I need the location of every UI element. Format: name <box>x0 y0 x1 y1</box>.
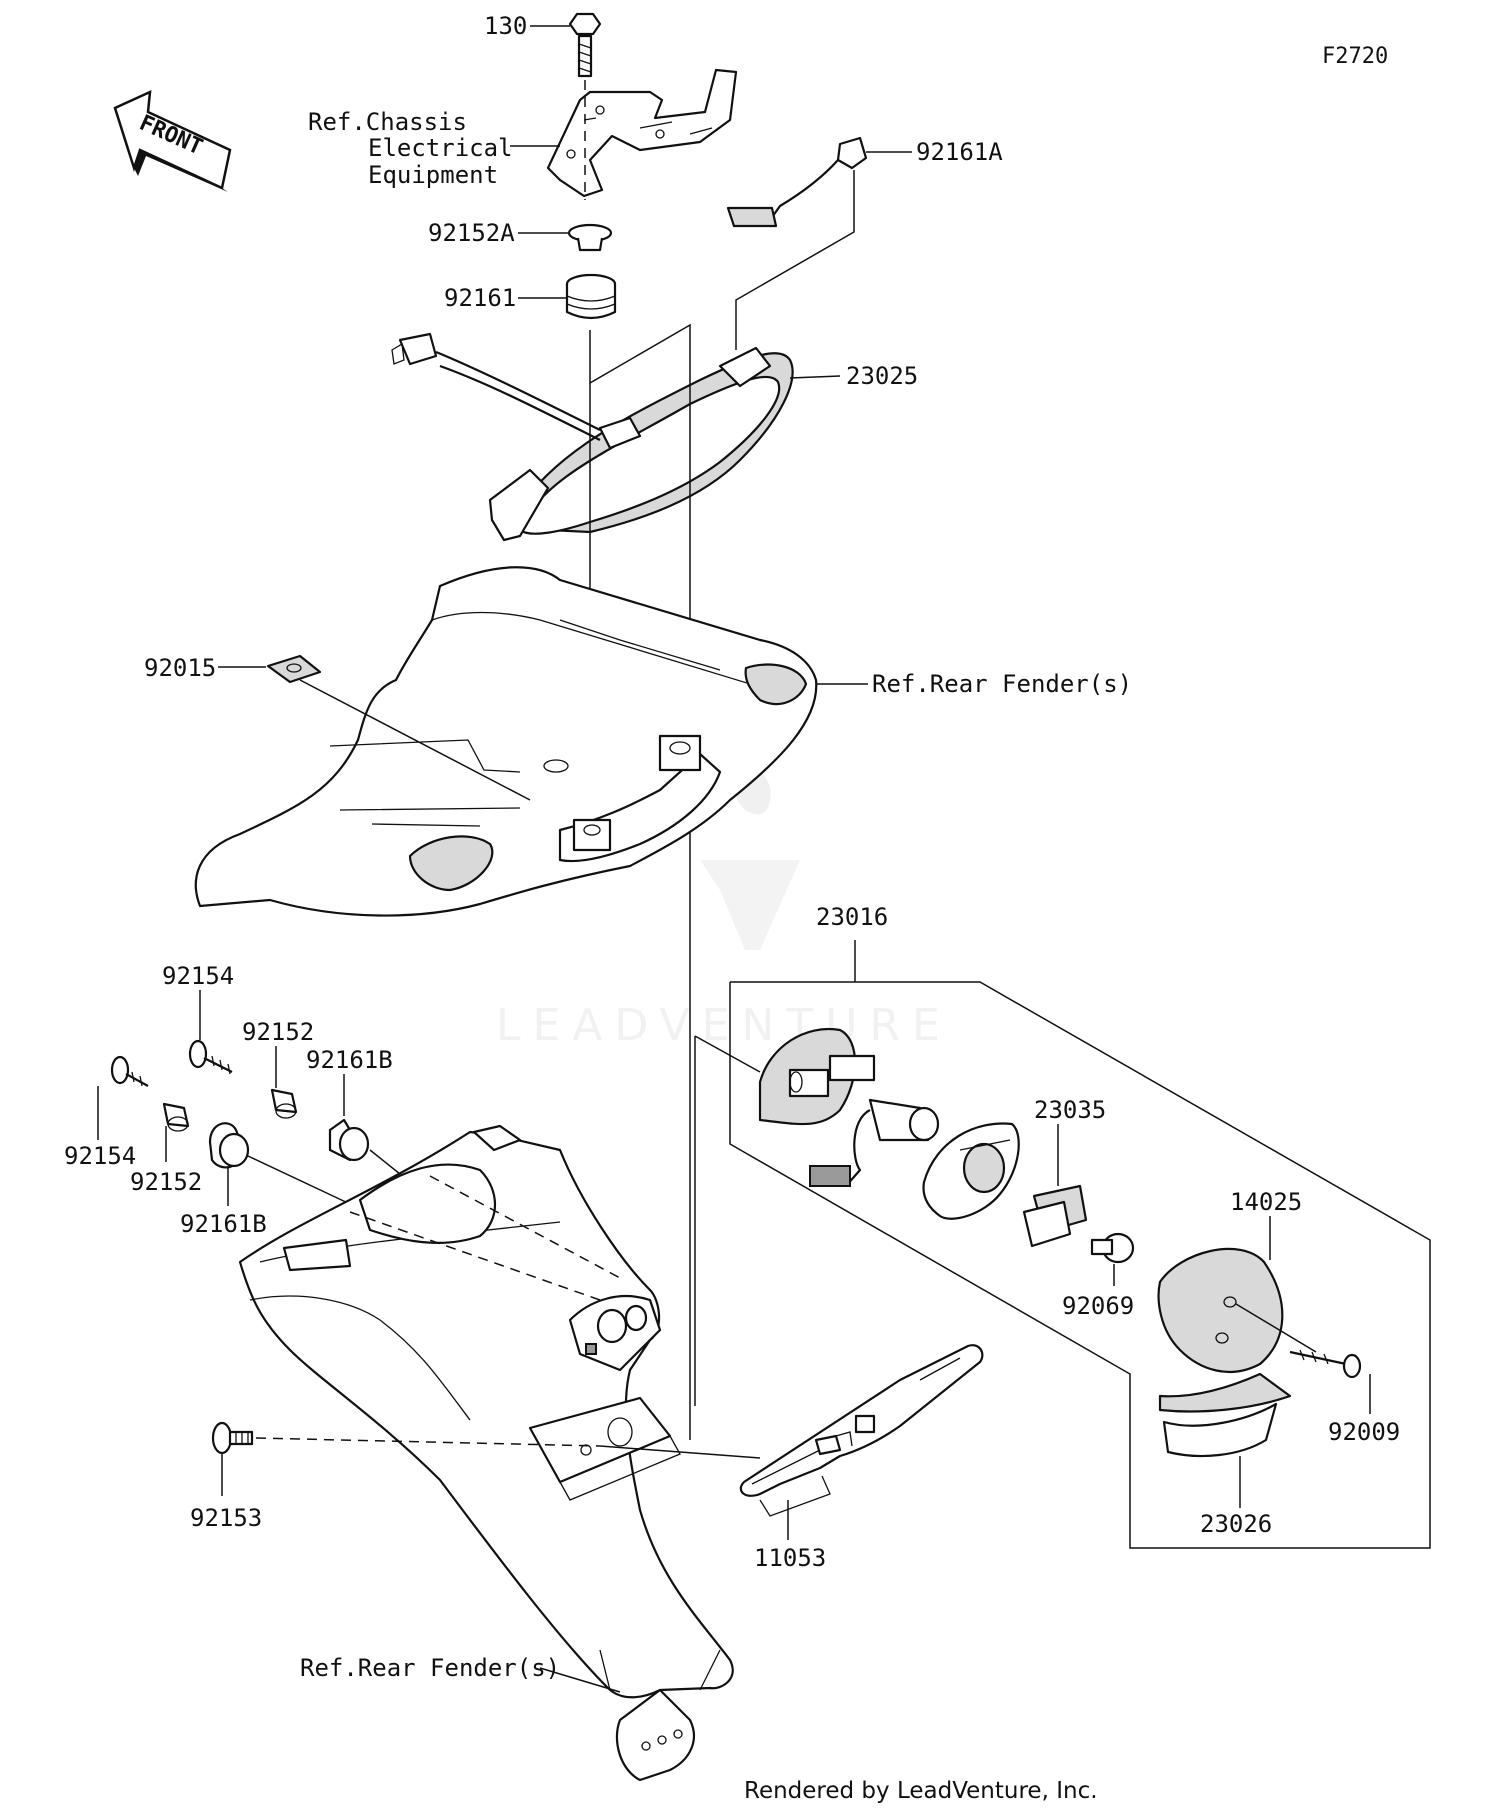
label-92152-bottom: 92152 <box>130 1168 202 1196</box>
collar-92152-bottom <box>162 1102 190 1132</box>
grommet-92161b-bottom <box>208 1122 250 1169</box>
label-92154-bottom: 92154 <box>64 1142 136 1170</box>
label-23026: 23026 <box>1200 1510 1272 1538</box>
cover-23026 <box>1158 1372 1292 1458</box>
lamp-base-23016 <box>758 1027 876 1126</box>
label-92009: 92009 <box>1328 1418 1400 1446</box>
label-92152-top: 92152 <box>242 1018 314 1046</box>
tail-light-23025 <box>391 332 794 542</box>
bolt-92153 <box>211 1421 254 1455</box>
rear-fender-lower <box>238 1124 734 1782</box>
bulb-92069 <box>1090 1232 1135 1264</box>
label-11053: 11053 <box>754 1544 826 1572</box>
bolt-130 <box>568 12 602 78</box>
grommet-92161b-top <box>328 1118 370 1162</box>
label-92161A: 92161A <box>916 138 1003 166</box>
collar-92152-top <box>270 1088 298 1119</box>
label-92154-top: 92154 <box>162 962 234 990</box>
label-92015: 92015 <box>144 654 216 682</box>
leadventure-logo-icon: LEADVENTURE <box>496 745 952 1051</box>
grommet-92161 <box>565 273 617 320</box>
screw-92154-left <box>110 1055 149 1087</box>
lens-14025 <box>1157 1247 1284 1373</box>
label-92152A: 92152A <box>428 219 515 247</box>
label-92069: 92069 <box>1062 1292 1134 1320</box>
lamp-holder <box>922 1122 1020 1220</box>
screw-92154-top <box>188 1039 233 1075</box>
label-92161B-top: 92161B <box>306 1046 393 1074</box>
label-ref-rear-fender-top: Ref.Rear Fender(s) <box>872 670 1132 698</box>
ref-chassis-line2: Electrical <box>368 134 513 162</box>
collar-92152a <box>567 223 613 252</box>
figure-code: F2720 <box>1322 44 1388 69</box>
label-130: 130 <box>484 12 527 40</box>
ref-chassis-line3: Equipment <box>368 161 498 189</box>
label-ref-rear-fender-bottom: Ref.Rear Fender(s) <box>300 1654 560 1682</box>
label-92161: 92161 <box>444 284 516 312</box>
strap-92161a <box>726 136 868 228</box>
ref-chassis-line1: Ref.Chassis <box>308 108 467 136</box>
clip-23035 <box>1022 1184 1088 1248</box>
front-arrow-icon: FRONT <box>113 89 232 192</box>
label-23035: 23035 <box>1034 1096 1106 1124</box>
watermark-text: LEADVENTURE <box>496 1000 952 1051</box>
nut-92015 <box>266 654 322 684</box>
chassis-bracket <box>546 68 738 200</box>
label-92153: 92153 <box>190 1504 262 1532</box>
label-23025: 23025 <box>846 362 918 390</box>
label-14025: 14025 <box>1230 1188 1302 1216</box>
credit-text: Rendered by LeadVenture, Inc. <box>744 1778 1098 1804</box>
socket <box>809 1098 940 1187</box>
bracket-11053 <box>739 1344 984 1517</box>
label-23016: 23016 <box>816 903 888 931</box>
rear-fender-upper <box>194 566 818 917</box>
label-92161B-bottom: 92161B <box>180 1210 267 1238</box>
screw-92009 <box>1289 1349 1362 1379</box>
